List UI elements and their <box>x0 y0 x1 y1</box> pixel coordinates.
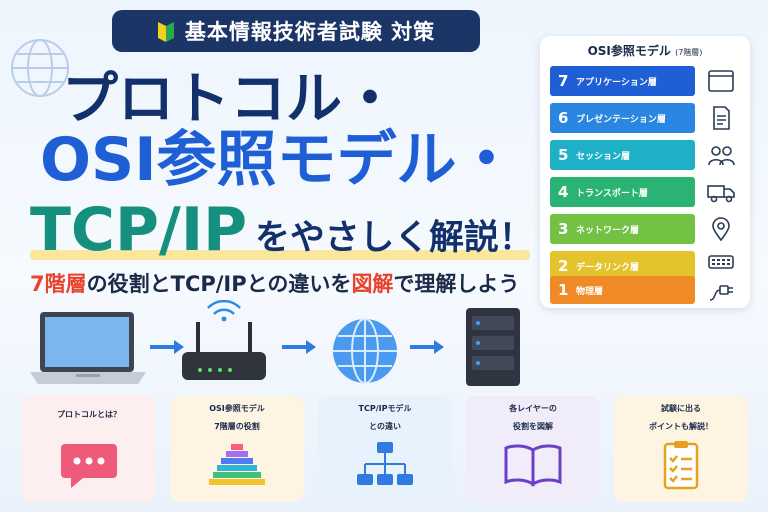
headline-highlight <box>30 250 530 260</box>
cable-plug-icon <box>709 285 733 301</box>
subtitle-part1: 7階層 <box>30 272 87 296</box>
globe-outline-icon <box>11 39 69 97</box>
beginner-leaf-icon <box>157 22 174 42</box>
chat-bubble-icon <box>61 444 117 488</box>
browser-window-icon <box>708 70 734 92</box>
headline-line1: プロトコル・ <box>62 67 398 132</box>
arrow-right-icon <box>410 340 444 354</box>
subtitle-part5: 図解 <box>351 272 394 296</box>
switch-icon <box>708 255 734 269</box>
subtitle-part4: との違いを <box>246 272 352 296</box>
subtitle-part2: の役割と <box>86 272 171 296</box>
card-protocol: プロトコルとは？ <box>22 396 156 502</box>
server-icon <box>466 308 520 386</box>
hierarchy-icon <box>357 442 413 485</box>
osi-panel-title: OSI参照モデル (7階層) <box>587 44 703 58</box>
headline-line3: TCP/IP をやさしく解説！ <box>30 196 534 260</box>
exam-badge: 基本情報技術者試験 対策 <box>112 10 480 52</box>
pyramid-layers-icon <box>209 444 265 485</box>
headline-tail: をやさしく解説！ <box>255 218 534 259</box>
location-pin-icon <box>712 217 730 242</box>
subtitle-part6: で理解しよう <box>393 272 520 296</box>
globe-icon <box>333 318 397 384</box>
headline-tcpip: TCP/IP <box>30 195 248 265</box>
badge-label: 基本情報技術者試験 対策 <box>184 20 436 44</box>
document-icon <box>713 106 730 130</box>
arrow-right-icon <box>282 340 316 354</box>
checklist-icon <box>663 441 699 490</box>
card-layers: 各レイヤーの 役割を図解 <box>466 396 600 502</box>
router-icon <box>182 300 266 380</box>
card-exam-points: 試験に出る ポイントも解説！ <box>614 396 748 502</box>
laptop-icon <box>30 312 146 384</box>
users-icon <box>708 146 735 166</box>
open-book-icon <box>504 444 562 487</box>
truck-icon <box>707 185 735 203</box>
card-osi: OSI参照モデル 7階層の役割 <box>170 396 304 502</box>
subtitle: 7階層の役割とTCP/IPとの違いを図解で理解しよう <box>30 268 519 298</box>
headline-line2: OSI参照モデル・ <box>40 125 517 195</box>
arrow-right-icon <box>150 340 184 354</box>
subtitle-part3: TCP/IP <box>170 272 247 296</box>
card-tcpip: TCP/IPモデル との違い <box>318 396 452 502</box>
